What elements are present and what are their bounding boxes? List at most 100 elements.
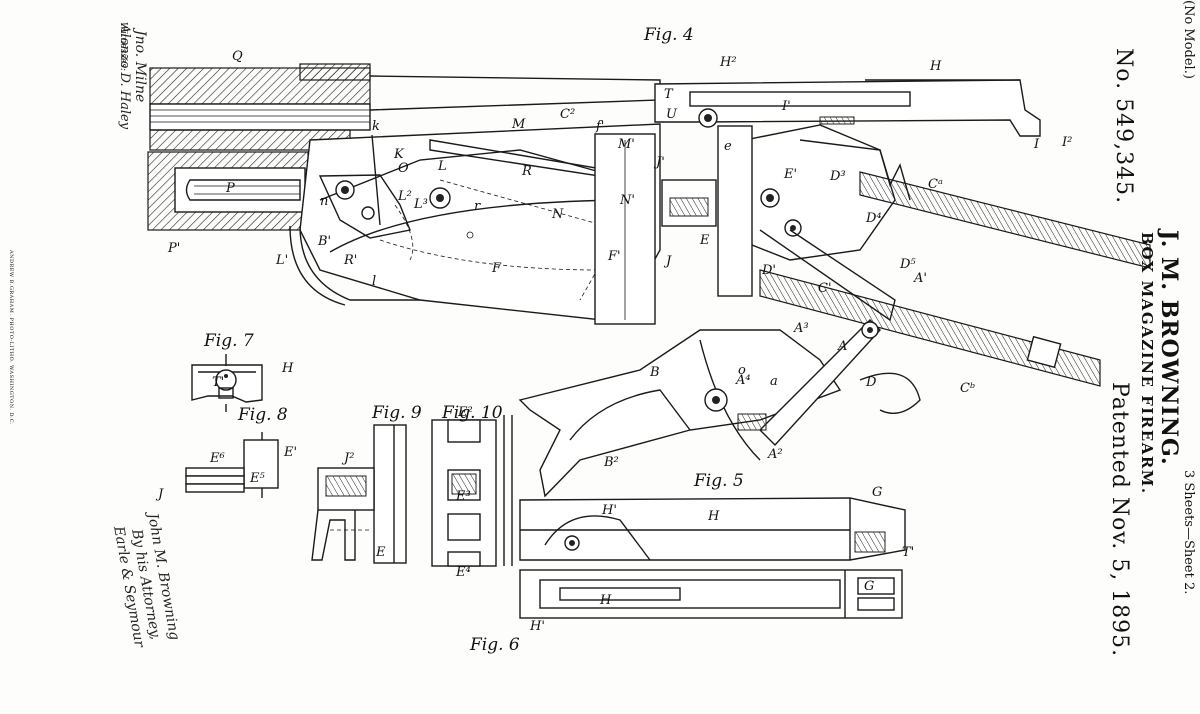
fig-9-drawing <box>311 424 407 564</box>
ref-e5: E⁵ <box>249 471 265 486</box>
ref-n1: N' <box>619 193 635 208</box>
link-d <box>759 229 896 322</box>
hammer <box>318 174 411 239</box>
lever-a <box>759 319 881 447</box>
ref-h1-fig6: H' <box>529 619 545 634</box>
fig-6-drawing <box>519 569 903 619</box>
ref-g-fig5: G <box>872 485 882 500</box>
magazine-arm-c <box>859 171 1151 269</box>
model-note: (No Model.) <box>1181 0 1196 79</box>
inventor-name: J. M. BROWNING. <box>1156 230 1182 466</box>
barrel-bore <box>149 103 371 131</box>
ref-h-fig6: H <box>599 593 612 608</box>
ref-h2: H² <box>719 55 737 70</box>
patent-date: Patented Nov. 5, 1895. <box>1107 382 1132 658</box>
ref-u: U <box>666 107 678 122</box>
patent-title: BOX MAGAZINE FIREARM. <box>1138 232 1156 495</box>
ref-e: E <box>699 233 710 248</box>
receiver-body <box>299 123 661 323</box>
ref-j2-fig9: J² <box>341 451 354 466</box>
fig-9-title: Fig. 9 <box>371 403 422 423</box>
ref-e2-fig10: E² <box>457 405 473 420</box>
ref-k: k <box>372 119 380 134</box>
bolt-h <box>654 79 1041 137</box>
ref-d4: D⁴ <box>865 211 882 226</box>
ref-ca: Cᵃ <box>928 177 943 192</box>
fig-6-title: Fig. 6 <box>469 635 520 655</box>
ref-b1: B' <box>317 234 331 249</box>
ref-l: L <box>437 159 447 174</box>
fig-4-drawing <box>147 63 1151 498</box>
ref-a2: A² <box>767 447 783 462</box>
ref-o-lower: o <box>738 363 746 378</box>
ref-b: B <box>649 365 660 380</box>
ref-e3-fig10: E³ <box>455 489 471 504</box>
ref-b2: B² <box>603 455 619 470</box>
ref-o: O <box>398 161 409 176</box>
ref-a1: A' <box>913 271 927 286</box>
ref-e-lower: e <box>724 139 732 154</box>
ref-r1: R' <box>343 253 357 268</box>
ref-c2: C² <box>560 107 575 122</box>
ref-n-upper: N <box>551 207 564 222</box>
lever-d3 <box>744 124 896 261</box>
fig-10-title: Fig. 10 <box>441 403 503 423</box>
ref-t1-fig5: T' <box>902 545 914 560</box>
magazine-spring <box>185 179 301 201</box>
ref-g-fig6: G <box>864 579 874 594</box>
ref-r: R <box>521 164 532 179</box>
ref-m1: M' <box>617 137 635 152</box>
ref-q: Q <box>232 49 243 64</box>
ref-k-upper: K <box>393 147 405 162</box>
ref-i: I <box>1033 137 1040 152</box>
ref-d1: D' <box>761 263 776 278</box>
ref-d: D <box>865 375 877 390</box>
frame-e <box>717 125 753 297</box>
lower-tang-b <box>518 329 842 498</box>
ref-l1: L' <box>275 253 288 268</box>
lever-a-shaft <box>699 339 761 461</box>
receiver-top <box>369 75 661 111</box>
fig-5-drawing <box>519 497 906 561</box>
ref-cb: Cᵇ <box>960 381 975 396</box>
ref-h1-fig5: H' <box>601 503 617 518</box>
bolt-i <box>689 91 911 107</box>
witness-signature-2: Alonzo D. Haley <box>117 24 132 130</box>
ref-e4-fig10: E⁴ <box>455 565 471 580</box>
ref-n: n <box>320 194 328 209</box>
ref-l3: L³ <box>413 197 428 212</box>
carrier-arc <box>329 199 641 253</box>
fig-8-title: Fig. 8 <box>237 405 288 425</box>
ref-r-lower: r <box>474 199 481 214</box>
ref-c1: C' <box>818 281 832 296</box>
ref-h-fig5: H <box>707 509 720 524</box>
fig-5-title: Fig. 5 <box>693 471 744 491</box>
ref-h-fig7: H <box>281 361 294 376</box>
ref-h: H <box>929 59 942 74</box>
ref-t: T <box>664 87 674 102</box>
trigger-guard-front <box>299 225 420 301</box>
fig-8-drawing <box>185 432 279 498</box>
ref-i1: I' <box>781 99 791 114</box>
fig-7-title: Fig. 7 <box>203 331 254 351</box>
ref-f: F <box>491 261 502 276</box>
trigger-b2 <box>569 389 691 441</box>
finger-lever-d <box>859 372 921 414</box>
ref-d3: D³ <box>829 169 846 184</box>
witness-signature-1: Jno. Milne <box>132 30 148 103</box>
fig-10-drawing <box>431 415 513 567</box>
ref-e1-fig8: E' <box>283 445 297 460</box>
lower-slide-c <box>759 269 1101 387</box>
ref-p1: P' <box>167 241 180 256</box>
printer-credit: ANDREW B.GRAHAM. PHOTO-LITHO. WASHINGTON… <box>8 250 14 426</box>
ref-t1: T' <box>212 375 224 390</box>
ref-l2: L² <box>397 189 412 204</box>
ref-j1: J' <box>653 155 665 170</box>
fig-7-drawing <box>191 354 263 412</box>
patent-number: No. 549,345. <box>1111 48 1136 205</box>
ref-j: J <box>663 254 672 269</box>
sheet-number: 3 Sheets—Sheet 2. <box>1181 470 1196 595</box>
ref-p: P <box>225 181 235 196</box>
ref-a4: A⁴ <box>735 373 751 388</box>
